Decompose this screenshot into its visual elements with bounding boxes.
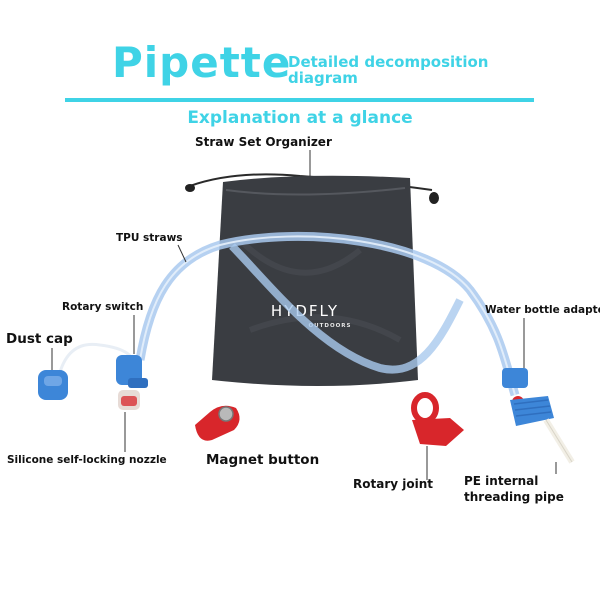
label-dust-cap: Dust cap: [6, 331, 73, 347]
rotary-switch: [116, 355, 142, 385]
cord-end-right: [429, 192, 439, 204]
label-water-bottle-adapter: Water bottle adapter: [485, 304, 600, 316]
magnet-disc: [218, 406, 234, 422]
pe-pipe-edge: [545, 419, 573, 463]
bag-brand-sub: OUTDOORS: [308, 323, 351, 329]
bag-fold: [225, 187, 406, 196]
tpu-tube-highlight: [139, 235, 516, 396]
organizer-bag: [212, 175, 418, 386]
diagram-tagline: Explanation at a glance: [187, 108, 413, 128]
nozzle-core: [121, 396, 137, 406]
rotary-joint: [412, 418, 464, 446]
tpu-tube-loop: [229, 243, 464, 374]
rotary-switch-lever: [128, 378, 148, 388]
diagram-subtitle: Detailed decomposition diagram: [288, 53, 489, 87]
title-divider: [65, 98, 534, 102]
adapter-valve: [502, 368, 528, 388]
bag-shading: [237, 237, 402, 343]
label-nozzle: Silicone self-locking nozzle: [7, 454, 167, 466]
diagram-title: Pipette: [112, 38, 292, 87]
label-organizer: Straw Set Organizer: [195, 135, 332, 149]
dust-cap-tether: [58, 342, 134, 373]
leader-tpu: [177, 244, 187, 263]
cord-end-left: [185, 184, 195, 192]
label-magnet-button: Magnet button: [206, 452, 320, 468]
label-tpu-straws: TPU straws: [116, 232, 183, 244]
label-pe-line2: threading pipe: [464, 490, 564, 504]
label-rotary-switch: Rotary switch: [62, 301, 144, 313]
label-pe-line1: PE internal: [464, 474, 539, 488]
dust-cap-shine: [44, 376, 62, 386]
label-rotary-joint: Rotary joint: [353, 477, 433, 491]
adapter-threads: [513, 399, 552, 417]
rotary-joint-ring: [411, 392, 439, 424]
